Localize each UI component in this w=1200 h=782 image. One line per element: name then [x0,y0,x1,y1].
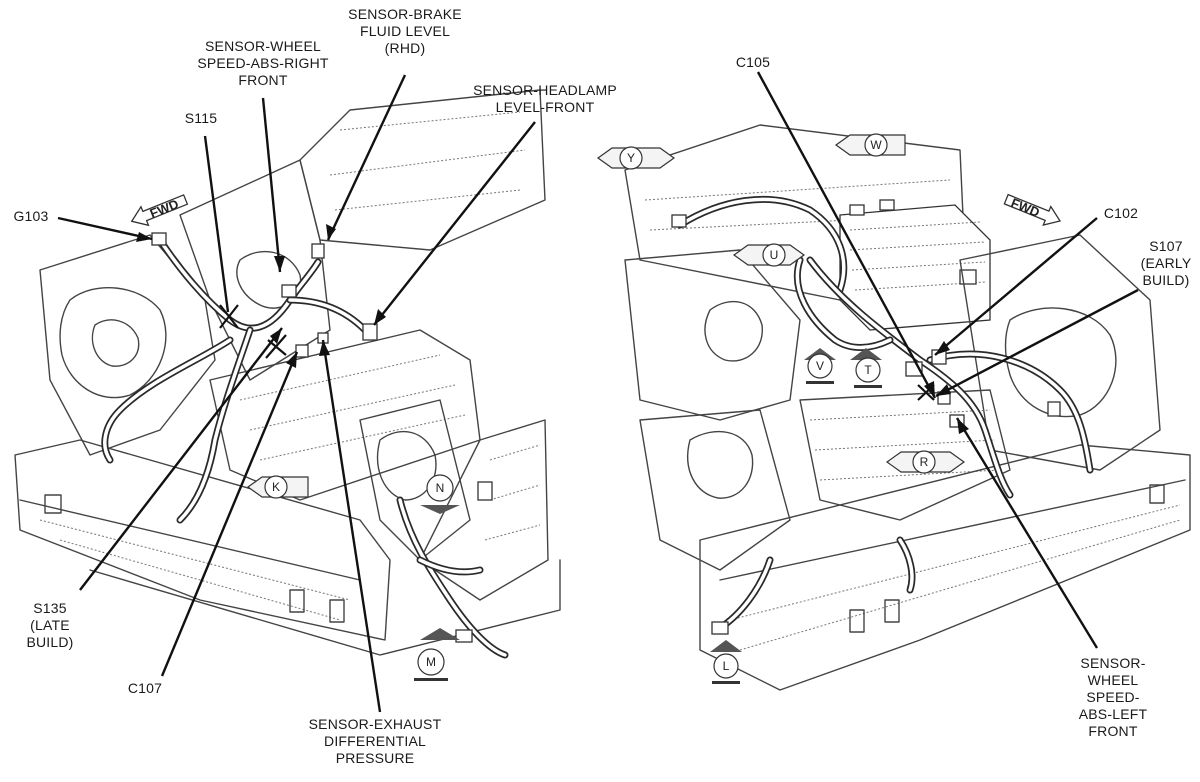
view-badge-u: U [732,243,806,267]
badge-u-letter: U [770,248,779,262]
view-badge-y: Y [596,146,676,170]
badge-l-letter: L [723,659,730,673]
label-sensor-headlamp: SENSOR-HEADLAMP LEVEL-FRONT [473,82,617,115]
view-badge-v: V [804,348,836,384]
right-harness [671,195,1094,635]
view-badge-n: N [420,474,460,514]
fwd-arrow-right: FWD [1003,193,1062,226]
view-badge-r: R [885,450,966,474]
badge-n-letter: N [436,481,445,495]
label-sensor-wheel-right: SENSOR-WHEEL SPEED-ABS-RIGHT FRONT [197,38,329,88]
label-c102: C102 [1103,205,1139,221]
badge-m-letter: M [426,655,436,669]
view-badge-l: L [710,640,742,684]
label-c107: C107 [127,680,163,696]
label-c105: C105 [735,54,771,70]
fwd-text-left: FWD [148,196,181,221]
badge-v-letter: V [816,359,824,373]
leader-lines [57,71,1139,713]
view-badge-t: T [850,348,882,388]
badge-w-letter: W [870,138,882,152]
right-view-sketch [624,124,1191,691]
label-sensor-brake-fluid: SENSOR-BRAKE FLUID LEVEL (RHD) [348,6,462,56]
label-s135: S135 (LATE BUILD) [26,600,74,650]
fwd-arrow-left: FWD [130,194,189,227]
label-s115: S115 [184,110,218,126]
label-g103: G103 [13,208,49,224]
left-harness [101,232,509,659]
badge-k-letter: K [272,480,280,494]
fwd-text-right: FWD [1009,195,1042,220]
badge-y-letter: Y [627,151,635,165]
label-sensor-exhaust: SENSOR-EXHAUST DIFFERENTIAL PRESSURE [308,716,442,766]
label-s107: S107 (EARLY BUILD) [1140,238,1192,288]
view-badge-m: M [414,628,460,681]
view-badge-w: W [834,133,906,157]
badge-r-letter: R [920,455,929,469]
label-sensor-wheel-left: SENSOR- WHEEL SPEED- ABS-LEFT FRONT [1078,655,1148,739]
badge-t-letter: T [864,363,872,377]
view-badge-k: K [246,475,309,499]
